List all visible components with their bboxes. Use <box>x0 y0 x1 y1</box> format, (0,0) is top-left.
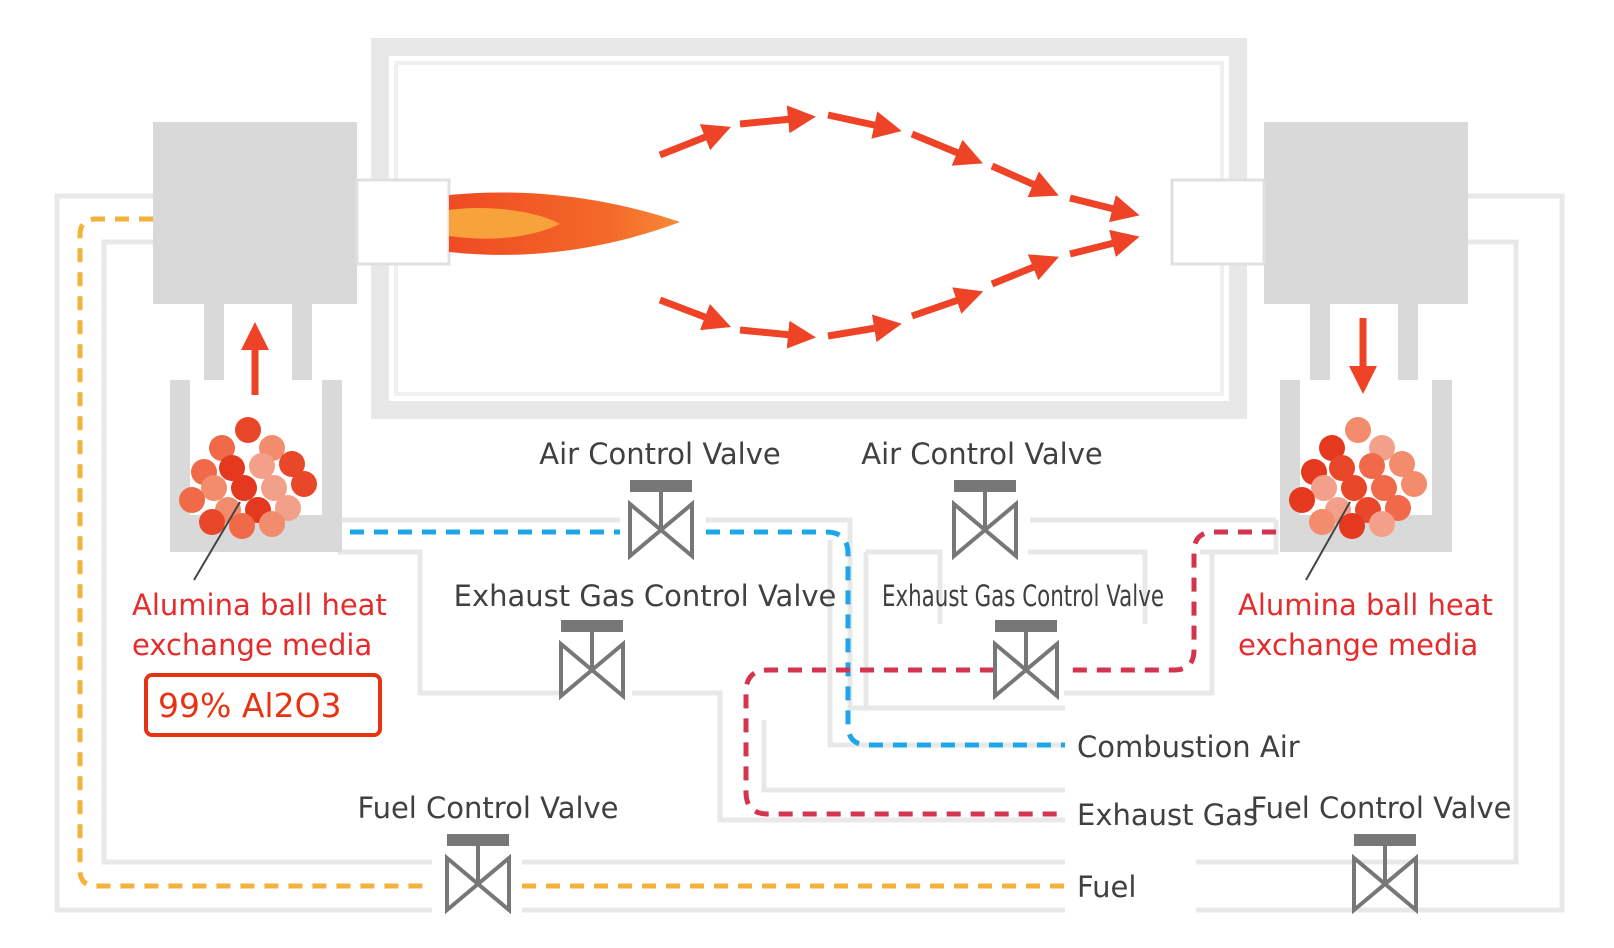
alumina-balls-right <box>1289 417 1427 539</box>
right-alumina-ball <box>1341 475 1367 501</box>
right-alumina-ball <box>1385 495 1411 521</box>
right-alumina-ball <box>1369 511 1395 537</box>
left-alumina-ball <box>235 417 261 443</box>
exhaust-gas-control-valve-left-label: Exhaust Gas Control Valve <box>454 579 837 613</box>
left-alumina-ball <box>275 495 301 521</box>
air-control-valve-right[interactable] <box>952 480 1018 561</box>
exhaust-gas-control-valve-left[interactable] <box>559 620 625 701</box>
media-right-label-line2: exchange media <box>1238 628 1478 662</box>
media-right-label-line1: Alumina ball heat <box>1238 588 1493 622</box>
combustion-air-line <box>350 529 1065 748</box>
fuel-label: Fuel <box>1077 870 1136 904</box>
composition-box-text: 99% Al2O3 <box>158 686 342 725</box>
right-alumina-ball <box>1359 453 1385 479</box>
left-alumina-ball <box>199 509 225 535</box>
left-alumina-ball <box>209 435 235 461</box>
composition-box: 99% Al2O3 <box>144 673 382 737</box>
exhaust-gas-control-valve-right[interactable] <box>993 620 1059 701</box>
right-alumina-ball <box>1309 509 1335 535</box>
right-alumina-ball <box>1339 513 1365 539</box>
media-left-label-line1: Alumina ball heat <box>132 588 387 622</box>
air-control-valve-left-label: Air Control Valve <box>539 437 781 471</box>
right-alumina-ball <box>1289 487 1315 513</box>
left-alumina-ball <box>229 513 255 539</box>
fuel-control-valve-left[interactable] <box>445 834 511 915</box>
fuel-control-valve-right[interactable] <box>1352 834 1418 915</box>
fuel-control-valve-right-label: Fuel Control Valve <box>1250 791 1511 825</box>
burner-flame <box>449 192 680 255</box>
alumina-balls-left <box>179 417 317 539</box>
air-control-valve-left[interactable] <box>628 480 694 561</box>
exhaust-gas-control-valve-right-label: Exhaust Gas Control Valve <box>882 579 1164 613</box>
gas-flow-arrows <box>241 105 1377 395</box>
right-alumina-ball <box>1389 451 1415 477</box>
air-control-valve-right-label: Air Control Valve <box>861 437 1103 471</box>
exhaust-gas-label: Exhaust Gas <box>1077 798 1258 832</box>
left-alumina-ball <box>249 453 275 479</box>
right-alumina-ball <box>1345 417 1371 443</box>
right-alumina-ball <box>1319 435 1345 461</box>
left-alumina-ball <box>231 475 257 501</box>
left-alumina-ball <box>259 511 285 537</box>
media-left-label-line2: exchange media <box>132 628 372 662</box>
left-alumina-ball <box>261 475 287 501</box>
right-alumina-ball <box>1401 471 1427 497</box>
left-alumina-ball <box>219 455 245 481</box>
right-alumina-ball <box>1371 475 1397 501</box>
left-alumina-ball <box>179 487 205 513</box>
left-alumina-ball <box>279 451 305 477</box>
left-alumina-ball <box>201 475 227 501</box>
fuel-line <box>77 216 1065 889</box>
fuel-control-valve-left-label: Fuel Control Valve <box>357 791 618 825</box>
combustion-air-label: Combustion Air <box>1077 730 1300 764</box>
right-alumina-ball <box>1329 455 1355 481</box>
exhaust-gas-line <box>743 529 1276 817</box>
left-alumina-ball <box>291 471 317 497</box>
grey-piping <box>54 193 1565 913</box>
leader-lines <box>193 501 1351 581</box>
right-alumina-ball <box>1311 475 1337 501</box>
